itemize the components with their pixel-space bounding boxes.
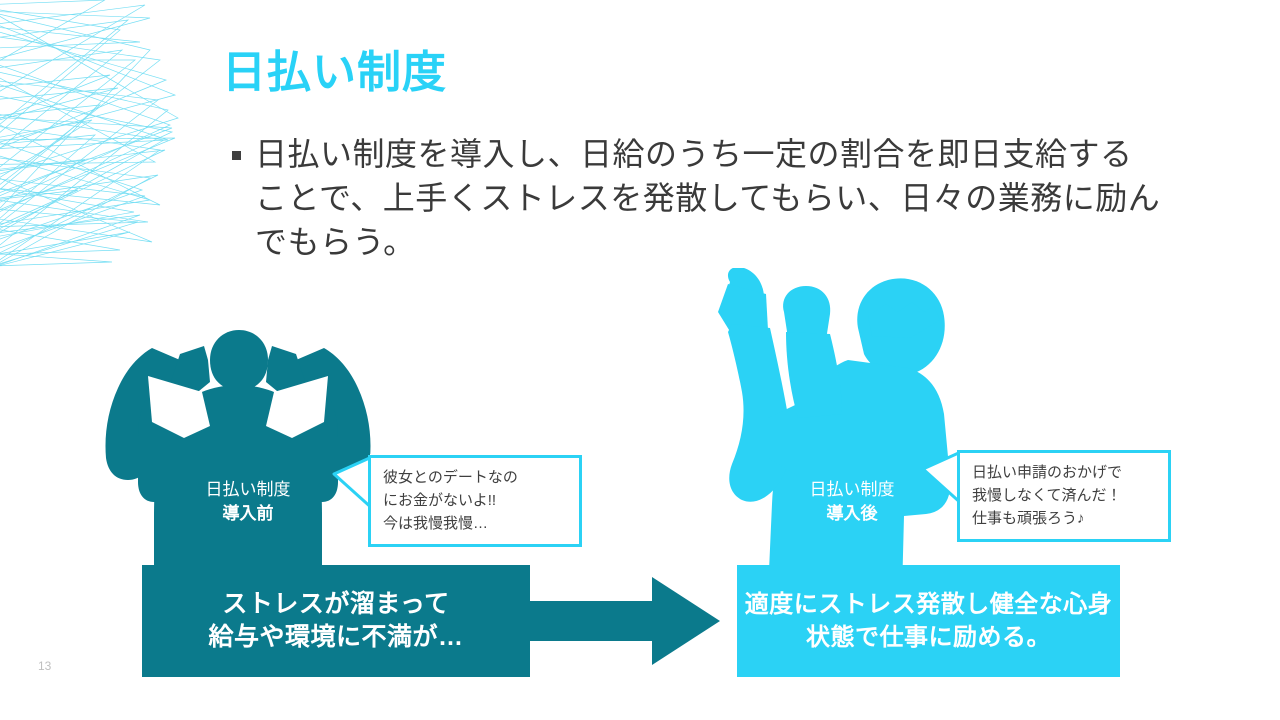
slide-number: 13	[38, 659, 52, 673]
banner-before-line2: 給与や環境に不満が…	[208, 623, 464, 651]
bubble-before-line3: 今は我慢我慢…	[383, 515, 489, 532]
decorative-line-mesh	[0, 0, 179, 267]
speech-bubble-before: 彼女とのデートなの にお金がないよ!! 今は我慢我慢…	[368, 455, 582, 547]
banner-after-line1: 適度にストレス発散し健全な心身	[744, 591, 1113, 618]
right-arrow-icon	[528, 577, 720, 665]
speech-bubble-after: 日払い申請のおかげで 我慢しなくて済んだ！ 仕事も頑張ろう♪	[957, 450, 1171, 542]
bubble-before-line1: 彼女とのデートなの	[383, 469, 518, 486]
body-paragraph-block: 日払い制度を導入し、日給のうち一定の割合を即日支給することで、上手くストレスを発…	[232, 132, 1162, 264]
cheering-person-silhouette	[718, 268, 951, 593]
bubble-after-line3: 仕事も頑張ろう♪	[972, 510, 1085, 527]
square-bullet-icon	[232, 151, 241, 160]
banner-after-line2: 状態で仕事に励める。	[806, 624, 1051, 651]
body-paragraph-text: 日払い制度を導入し、日給のうち一定の割合を即日支給することで、上手くストレスを発…	[255, 136, 1161, 260]
bubble-before-line2: にお金がないよ!!	[383, 492, 497, 509]
stressed-person-silhouette	[105, 330, 371, 592]
bubble-after-line2: 我慢しなくて済んだ！	[972, 487, 1122, 504]
slide-title: 日払い制度	[222, 48, 447, 97]
bubble-after-line1: 日払い申請のおかげで	[972, 464, 1123, 481]
banner-after: 適度にストレス発散し健全な心身 状態で仕事に励める。	[737, 565, 1120, 677]
banner-before-line1: ストレスが溜まって	[222, 590, 450, 618]
banner-before: ストレスが溜まって 給与や環境に不満が…	[142, 565, 530, 677]
